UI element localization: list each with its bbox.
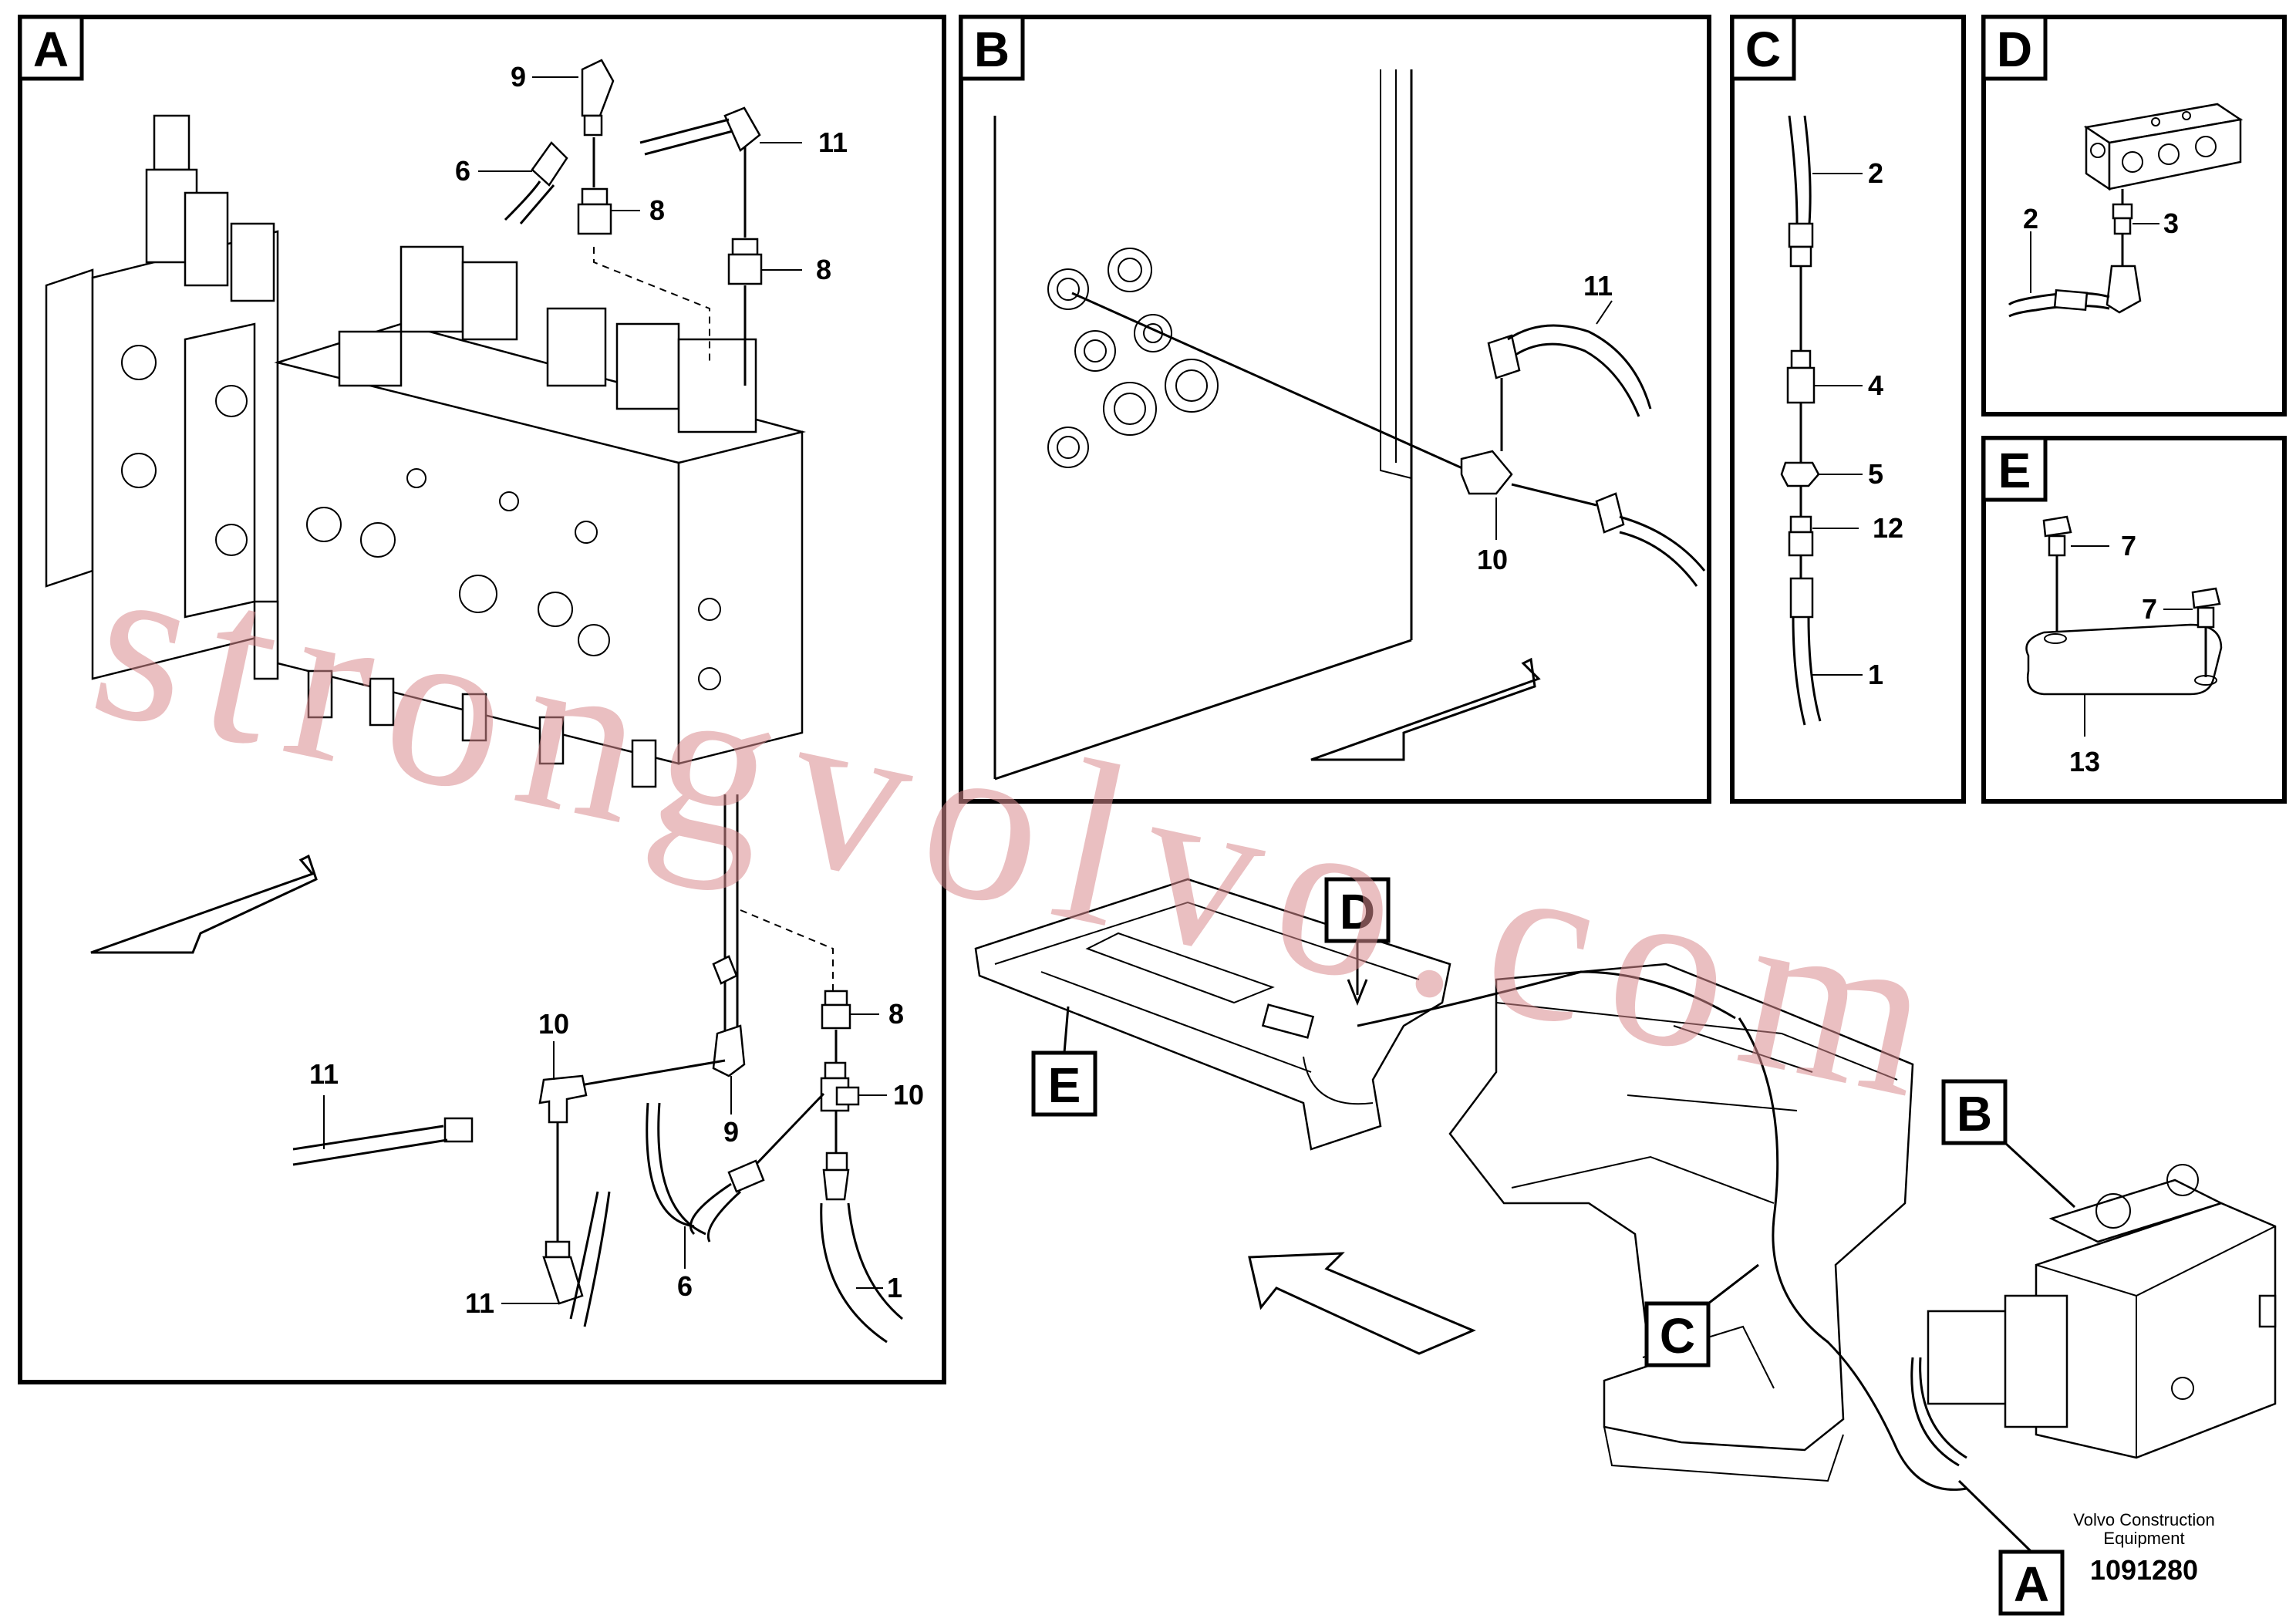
panel-b-tag-box xyxy=(959,15,1025,81)
panel-a: A xyxy=(18,15,946,1384)
panel-b: B 11 10 xyxy=(959,15,1711,804)
callout-c-1: 1 xyxy=(1868,659,1883,690)
footer: Volvo Construction Equipment 1091280 xyxy=(2073,1510,2214,1586)
bulkhead-line xyxy=(1071,292,1485,480)
callout-c-2: 2 xyxy=(1868,157,1883,189)
bulkhead-bottom xyxy=(994,639,1412,781)
callout-11-left: 11 xyxy=(309,1058,339,1090)
direction-arrow-overview xyxy=(1248,1252,1476,1355)
panel-d-frame xyxy=(1981,15,2287,416)
panel-b-frame xyxy=(959,15,1711,804)
leader-b-11 xyxy=(1596,300,1613,325)
watermark: strongvolvo.com xyxy=(75,508,1973,1151)
panel-d-tag-box xyxy=(1981,15,2048,81)
panel-c-tag: C xyxy=(1745,22,1781,77)
callout-9-mid: 9 xyxy=(723,1116,739,1148)
control-valve-assembly xyxy=(45,114,806,788)
callout-1: 1 xyxy=(887,1272,902,1303)
overview-valve-housing xyxy=(2035,1202,2277,1459)
callout-10-right: 10 xyxy=(893,1079,924,1111)
callout-e-7a: 7 xyxy=(2121,530,2136,561)
overview-tag-c-box[interactable] xyxy=(1644,1301,1711,1367)
tee-fitting-b xyxy=(1460,450,1513,495)
overview-tag-b-box[interactable] xyxy=(1941,1079,2008,1145)
panel-e-tag: E xyxy=(1998,443,2031,498)
callout-c-4: 4 xyxy=(1868,369,1883,401)
cover-plate xyxy=(2025,623,2223,696)
doc-number: 1091280 xyxy=(2090,1554,2198,1586)
callout-d-2: 2 xyxy=(2023,203,2038,234)
panel-e: E 7 7 13 xyxy=(1981,436,2287,804)
overview-tags: D E B C A xyxy=(1031,877,2076,1616)
panel-a-frame xyxy=(18,15,946,1384)
callout-8-c: 8 xyxy=(888,998,904,1030)
panel-d-tag: D xyxy=(1997,22,2032,77)
callout-b-10: 10 xyxy=(1477,544,1508,575)
callout-b-11: 11 xyxy=(1583,270,1613,302)
company-line-1: Volvo Construction xyxy=(2073,1510,2214,1529)
overview-tag-b[interactable]: B xyxy=(1957,1086,1992,1141)
panel-c-tag-box xyxy=(1730,15,1796,81)
callout-11-bottom: 11 xyxy=(465,1287,494,1319)
boom-frame xyxy=(1448,963,1914,1452)
overview-tag-e-box[interactable] xyxy=(1031,1050,1097,1117)
overview-tag-a[interactable]: A xyxy=(2014,1556,2049,1612)
callout-e-7b: 7 xyxy=(2142,593,2157,625)
machine-overview xyxy=(974,878,2277,1491)
callout-c-5: 5 xyxy=(1868,458,1883,490)
top-fittings xyxy=(504,59,763,386)
callout-8-b: 8 xyxy=(816,254,831,285)
callout-d-3: 3 xyxy=(2163,207,2179,239)
panel-c-frame xyxy=(1730,15,1966,804)
direction-arrow-b xyxy=(1310,657,1541,761)
panel-c: C 2 4 5 12 1 xyxy=(1730,15,1966,804)
callout-10-left: 10 xyxy=(538,1008,569,1040)
panel-b-tag: B xyxy=(974,22,1010,77)
callout-e-13: 13 xyxy=(2069,746,2100,777)
direction-arrow-a xyxy=(90,854,318,954)
panel-a-tag: A xyxy=(33,22,69,77)
overview-tag-c[interactable]: C xyxy=(1660,1308,1695,1364)
callout-9-top: 9 xyxy=(511,61,526,93)
callout-8-a: 8 xyxy=(649,194,665,226)
company-line-2: Equipment xyxy=(2103,1529,2184,1548)
overview-tag-e[interactable]: E xyxy=(1048,1057,1081,1113)
callout-11-top: 11 xyxy=(818,126,848,158)
lower-fittings xyxy=(292,794,903,1344)
panel-e-tag-box xyxy=(1981,436,2048,502)
bulkhead-ports xyxy=(1047,248,1219,468)
overview-tag-d[interactable]: D xyxy=(1340,884,1375,939)
panel-a-tag-box xyxy=(18,15,84,81)
panel-e-frame xyxy=(1981,436,2287,804)
panel-d: D 3 2 xyxy=(1981,15,2287,416)
callout-6-bottom: 6 xyxy=(677,1270,693,1302)
callout-c-12: 12 xyxy=(1873,512,1903,544)
callout-6-top: 6 xyxy=(455,155,470,187)
